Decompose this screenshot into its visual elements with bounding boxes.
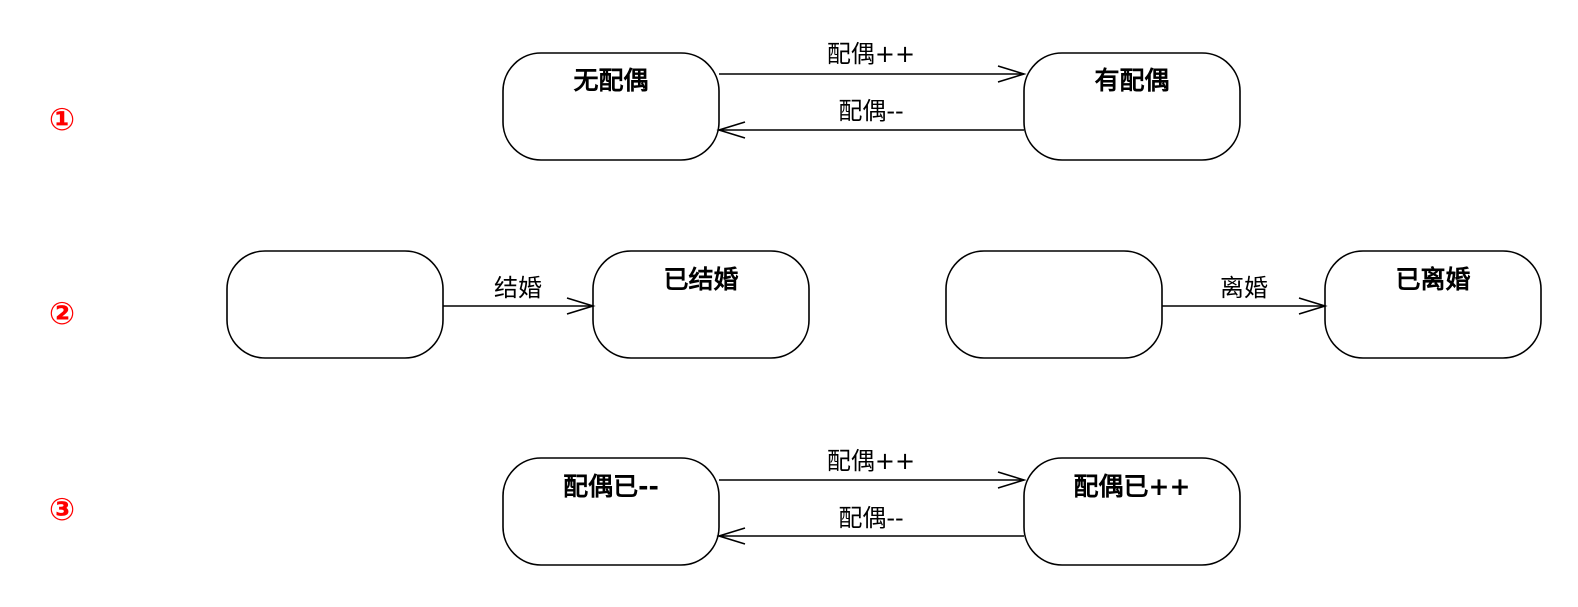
- transition-spouse-increment-arrowhead-2: [997, 471, 1027, 489]
- state-married-label: 已结婚: [663, 265, 738, 294]
- transition-spouse-decrement-arrowhead-2: [716, 527, 746, 545]
- transition-divorce-arrowhead: [1298, 297, 1328, 315]
- transition-marry-arrowhead: [566, 297, 596, 315]
- state-no-spouse: [502, 52, 720, 161]
- transition-marry-label: 结婚: [494, 274, 542, 302]
- state-divorced: [1324, 250, 1542, 359]
- state-before-marriage: [226, 250, 444, 359]
- state-has-spouse: [1023, 52, 1241, 161]
- state-married: [592, 250, 810, 359]
- row-3-marker: ③: [49, 492, 75, 528]
- transition-spouse-decrement-label: 配偶--: [838, 97, 903, 125]
- row-2: ② 已结婚 结婚 已离婚 离婚: [49, 250, 1542, 359]
- row-3: ③ 配偶已-- 配偶已++ 配偶++ 配偶--: [49, 447, 1241, 566]
- state-no-spouse-label: 无配偶: [573, 66, 648, 95]
- transition-spouse-increment-arrowhead: [997, 65, 1027, 83]
- state-divorced-label: 已离婚: [1395, 265, 1470, 294]
- state-spouse-incremented: [1023, 457, 1241, 566]
- row-1: ① 无配偶 有配偶 配偶++ 配偶--: [49, 40, 1241, 161]
- transition-spouse-increment-label: 配偶++: [827, 40, 915, 68]
- transition-spouse-increment-label-2: 配偶++: [827, 447, 915, 475]
- transition-divorce-label: 离婚: [1220, 274, 1268, 302]
- state-spouse-decremented-label: 配偶已--: [563, 472, 659, 501]
- transition-spouse-decrement-label-2: 配偶--: [838, 504, 903, 532]
- transition-spouse-decrement-arrowhead: [716, 121, 746, 139]
- state-spouse-incremented-label: 配偶已++: [1074, 472, 1191, 501]
- row-2-marker: ②: [49, 296, 75, 332]
- state-spouse-decremented: [502, 457, 720, 566]
- state-has-spouse-label: 有配偶: [1094, 66, 1169, 95]
- state-before-divorce: [945, 250, 1163, 359]
- row-1-marker: ①: [49, 102, 75, 138]
